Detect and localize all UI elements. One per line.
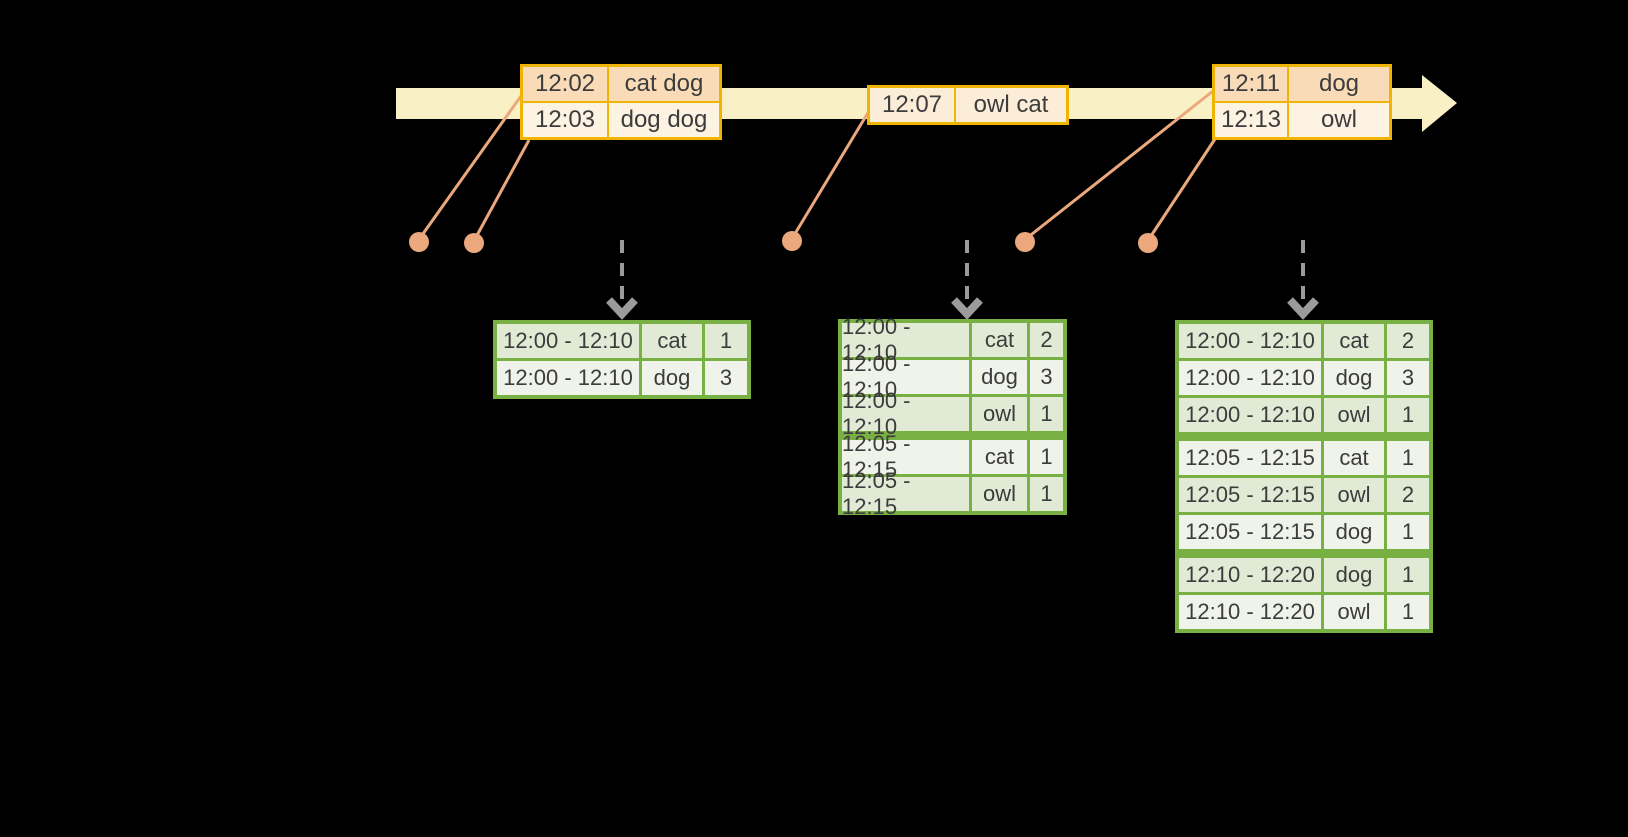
event-time-dots: [409, 231, 1158, 253]
event-time-cell: 12:03: [523, 103, 607, 137]
result-word-cell: dog: [969, 360, 1027, 394]
result-count-cell: 1: [1027, 397, 1063, 431]
result-table-2: 12:00 - 12:10 cat 2 12:00 - 12:10 dog 3 …: [838, 314, 1067, 519]
result-word-cell: cat: [1321, 324, 1384, 358]
result-word-cell: owl: [969, 477, 1027, 511]
result-word-cell: dog: [639, 361, 702, 395]
result-table-3: 12:00 - 12:10 cat 2 12:00 - 12:10 dog 3 …: [1175, 320, 1433, 633]
result-count-cell: 1: [1384, 595, 1429, 629]
event-time-cell: 12:13: [1215, 103, 1287, 137]
event-row: 12:07 owl cat: [870, 88, 1066, 122]
result-row: 12:10 - 12:20 owl 1: [1179, 592, 1429, 629]
result-window-cell: 12:00 - 12:10: [497, 324, 639, 358]
event-words-cell: owl: [1289, 103, 1389, 137]
event-row: 12:11 dog: [1215, 67, 1389, 101]
event-row: 12:03 dog dog: [523, 103, 719, 137]
result-window-cell: 12:05 - 12:15: [1179, 515, 1321, 549]
event-table-3: 12:11 dog 12:13 owl: [1212, 64, 1392, 140]
result-row: 12:00 - 12:10 dog 3: [497, 358, 747, 395]
result-row: 12:00 - 12:10 cat 1: [497, 324, 747, 358]
trigger-arrowhead-icon: [951, 297, 983, 320]
result-word-cell: owl: [1321, 595, 1384, 629]
result-word-cell: cat: [1321, 441, 1384, 475]
event-words-cell: owl cat: [956, 88, 1066, 122]
event-words-cell: cat dog: [609, 67, 719, 101]
result-window-cell: 12:00 - 12:10: [497, 361, 639, 395]
result-word-cell: owl: [969, 397, 1027, 431]
result-count-cell: 1: [702, 324, 747, 358]
result-count-cell: 2: [1384, 478, 1429, 512]
event-time-dot: [464, 233, 484, 253]
result-word-cell: dog: [1321, 558, 1384, 592]
result-word-cell: dog: [1321, 361, 1384, 395]
result-window-cell: 12:00 - 12:10: [1179, 361, 1321, 395]
result-count-cell: 2: [1027, 323, 1063, 357]
result-count-cell: 1: [1027, 440, 1063, 474]
event-time-dot: [1015, 232, 1035, 252]
result-window-cell: 12:05 - 12:15: [1179, 441, 1321, 475]
event-connector-line: [791, 110, 871, 238]
result-row: 12:10 - 12:20 dog 1: [1179, 549, 1429, 592]
event-words-cell: dog: [1289, 67, 1389, 101]
event-connector-lines: [418, 89, 1217, 240]
result-count-cell: 1: [1384, 515, 1429, 549]
trigger-arrowhead-icon: [1287, 297, 1319, 320]
result-window-cell: 12:00 - 12:10: [842, 388, 969, 439]
event-table-1: 12:02 cat dog 12:03 dog dog: [520, 64, 722, 140]
result-row: 12:05 - 12:15 owl 1: [842, 468, 1063, 519]
result-word-cell: cat: [639, 324, 702, 358]
event-connector-line: [1147, 138, 1217, 240]
result-row: 12:00 - 12:10 owl 1: [1179, 395, 1429, 432]
result-row: 12:00 - 12:10 cat 2: [1179, 324, 1429, 358]
event-connector-line: [1026, 89, 1214, 240]
result-window-cell: 12:05 - 12:15: [842, 468, 969, 519]
result-word-cell: owl: [1321, 398, 1384, 432]
event-time-dot: [409, 232, 429, 252]
result-row: 12:05 - 12:15 cat 1: [1179, 432, 1429, 475]
result-word-cell: owl: [1321, 478, 1384, 512]
event-connector-line: [418, 95, 523, 239]
event-table-2: 12:07 owl cat: [867, 85, 1069, 125]
result-row: 12:00 - 12:10 dog 3: [842, 351, 1063, 402]
event-time-dot: [782, 231, 802, 251]
result-count-cell: 1: [1384, 441, 1429, 475]
trigger-arrows: [606, 240, 1319, 320]
result-count-cell: 2: [1384, 324, 1429, 358]
result-count-cell: 1: [1027, 477, 1063, 511]
result-count-cell: 1: [1384, 398, 1429, 432]
result-word-cell: cat: [969, 440, 1027, 474]
event-row: 12:02 cat dog: [523, 67, 719, 101]
result-count-cell: 3: [702, 361, 747, 395]
timeline-arrowhead-icon: [1422, 75, 1457, 132]
event-time-cell: 12:11: [1215, 67, 1287, 101]
result-count-cell: 3: [1027, 360, 1063, 394]
result-window-cell: 12:10 - 12:20: [1179, 595, 1321, 629]
result-window-cell: 12:00 - 12:10: [1179, 398, 1321, 432]
result-word-cell: cat: [969, 323, 1027, 357]
result-window-cell: 12:10 - 12:20: [1179, 558, 1321, 592]
event-words-cell: dog dog: [609, 103, 719, 137]
trigger-arrowhead-icon: [606, 297, 638, 320]
result-count-cell: 1: [1384, 558, 1429, 592]
result-row: 12:00 - 12:10 dog 3: [1179, 358, 1429, 395]
result-table-1: 12:00 - 12:10 cat 1 12:00 - 12:10 dog 3: [493, 320, 751, 399]
result-count-cell: 3: [1384, 361, 1429, 395]
result-window-cell: 12:00 - 12:10: [1179, 324, 1321, 358]
event-time-cell: 12:07: [870, 88, 954, 122]
event-time-dot: [1138, 233, 1158, 253]
result-row: 12:00 - 12:10 owl 1: [842, 388, 1063, 439]
event-row: 12:13 owl: [1215, 103, 1389, 137]
event-connector-line: [473, 139, 531, 240]
result-window-cell: 12:05 - 12:15: [1179, 478, 1321, 512]
result-row: 12:05 - 12:15 owl 2: [1179, 475, 1429, 512]
event-time-cell: 12:02: [523, 67, 607, 101]
result-row: 12:05 - 12:15 dog 1: [1179, 512, 1429, 549]
result-word-cell: dog: [1321, 515, 1384, 549]
result-window-cell: 12:00 - 12:10: [842, 351, 969, 402]
